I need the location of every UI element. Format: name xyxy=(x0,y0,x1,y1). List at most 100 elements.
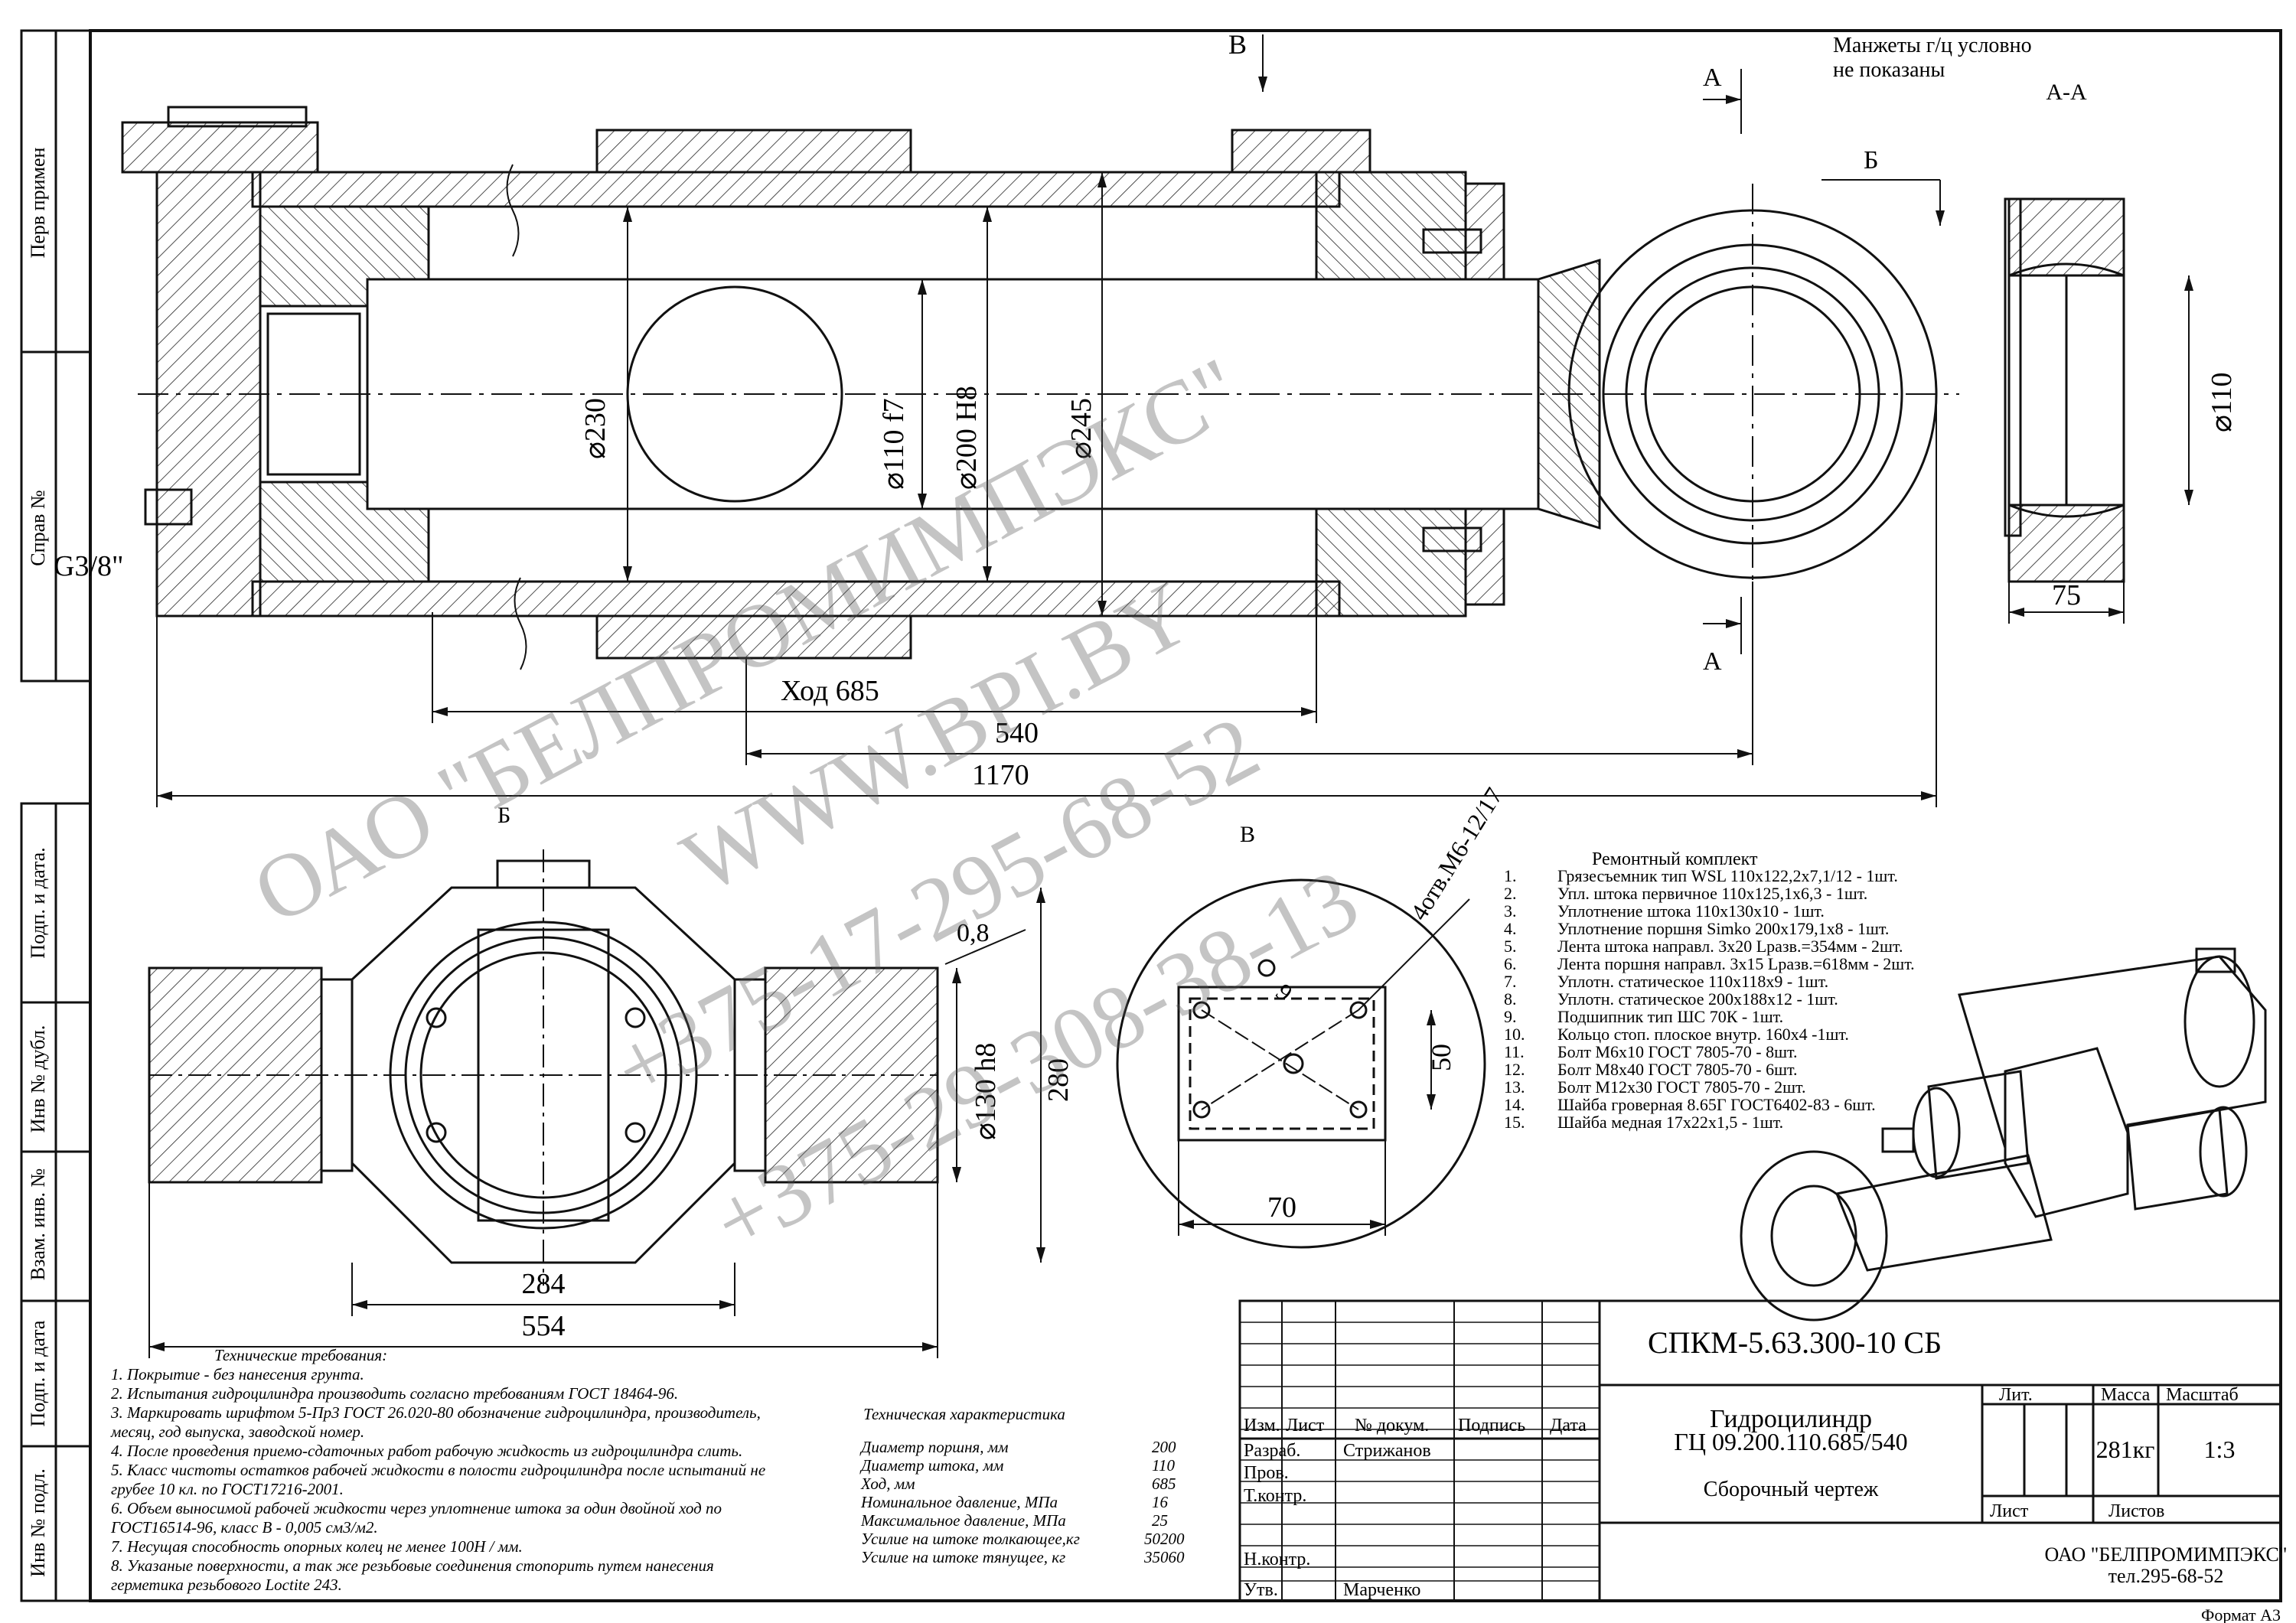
side-label-podp-data-2: Подп. и дата xyxy=(27,1320,49,1426)
tech-req-line: 8. Указаные поверхности, а так же резьбо… xyxy=(111,1556,714,1575)
company-name: ОАО "БЕЛПРОМИМПЭКС" xyxy=(2045,1543,2288,1566)
repair-kit-item-n: 1. xyxy=(1504,866,1517,885)
cylinder-section-view xyxy=(121,106,1938,670)
tech-requirements: Технические требования: 1. Покрытие - бе… xyxy=(110,1346,765,1594)
dim-540: 540 xyxy=(995,717,1039,749)
side-label-inv-podl: Инв № подл. xyxy=(27,1468,49,1577)
masshtab-header: Масштаб xyxy=(2166,1385,2239,1405)
masshtab-value: 1:3 xyxy=(2204,1436,2236,1463)
tech-req-line: 6. Объем выносимой рабочей жидкости чере… xyxy=(111,1499,722,1517)
section-aa-title: А-А xyxy=(2046,80,2087,105)
side-label-inv-dubl: Инв № дубл. xyxy=(27,1025,49,1133)
col-podpis: Подпись xyxy=(1458,1416,1525,1436)
tech-req-title: Технические требования: xyxy=(214,1346,387,1364)
repair-kit-item-text: Кольцо стоп. плоское внутр. 160x4 -1шт. xyxy=(1557,1025,1849,1044)
repair-kit-item-text: Лента штока направл. 3x20 Lразв.=354мм -… xyxy=(1557,937,1903,956)
side-label-sprav-no: Справ № xyxy=(27,490,49,565)
tech-req-line: 7. Несущая способность опорных колец не … xyxy=(111,1537,523,1556)
tech-req-line: 2. Испытания гидроцилиндра производить с… xyxy=(111,1384,678,1403)
tech-spec-name: Ход, мм xyxy=(860,1475,915,1493)
repair-kit-item-n: 15. xyxy=(1504,1113,1525,1132)
col-dokum: № докум. xyxy=(1355,1416,1429,1436)
tech-spec-name: Номинальное давление, МПа xyxy=(860,1493,1058,1511)
designation: СПКМ-5.63.300-10 СБ xyxy=(1648,1325,1942,1360)
tech-req-line: герметика резьбового Loctite 243. xyxy=(111,1576,342,1594)
tech-req-line: 3. Маркировать шрифтом 5-Пр3 ГОСТ 26.020… xyxy=(110,1403,761,1422)
dim-d110f7: ⌀110 f7 xyxy=(878,398,910,490)
repair-kit-item-n: 5. xyxy=(1504,937,1517,956)
side-strip xyxy=(20,29,92,1602)
tech-spec: Техническая характеристика Диаметр поршн… xyxy=(859,1405,1185,1566)
repair-kit-item-text: Болт М6x10 ГОСТ 7805-70 - 8шт. xyxy=(1557,1042,1798,1061)
tech-spec-name: Диаметр поршня, мм xyxy=(859,1438,1009,1456)
tech-spec-name: Максимальное давление, МПа xyxy=(860,1511,1066,1530)
repair-kit-item-n: 12. xyxy=(1504,1060,1525,1079)
repair-kit-item-text: Уплотнение штока 110x130x10 - 1шт. xyxy=(1557,901,1825,921)
detail-v-drawing xyxy=(1116,878,1486,1249)
tech-spec-title: Техническая характеристика xyxy=(863,1405,1065,1423)
razrab-name: Стрижанов xyxy=(1343,1441,1431,1461)
cut-a-bottom-label: А xyxy=(1703,647,1722,676)
repair-kit-item-n: 4. xyxy=(1504,919,1517,938)
utv-name: Марченко xyxy=(1343,1580,1420,1600)
repair-kit-item-n: 9. xyxy=(1504,1007,1517,1026)
role-prov: Пров. xyxy=(1244,1463,1289,1483)
repair-kit-item-text: Упл. штока первичное 110x125,1x6,3 - 1шт… xyxy=(1557,884,1867,903)
tech-req-line: грубее 10 кл. по ГОСТ17216-2001. xyxy=(111,1480,344,1498)
massa-value: 281кг xyxy=(2096,1436,2155,1463)
cut-b-label: Б xyxy=(1864,146,1879,174)
repair-kit-item-text: Лента поршня направл. 3x15 Lразв.=618мм … xyxy=(1557,954,1915,973)
repair-kit-item-text: Уплотнение поршня Simko 200x179,1x8 - 1ш… xyxy=(1557,919,1889,938)
tech-spec-value: 110 xyxy=(1152,1456,1175,1475)
port-thread-label: G3/8" xyxy=(54,550,124,582)
product-name: Гидроцилиндр xyxy=(1710,1405,1872,1433)
tech-req-line: 1. Покрытие - без нанесения грунта. xyxy=(111,1365,364,1383)
note-cuffs-line1: Манжеты г/ц условно xyxy=(1833,34,2032,57)
detail-v-d70: 70 xyxy=(1267,1191,1296,1224)
view-b-marker: В xyxy=(1228,29,1247,60)
repair-kit-item-n: 6. xyxy=(1504,954,1517,973)
tech-spec-name: Усилие на штоке толкающее,кг xyxy=(861,1530,1080,1548)
isometric-3d-view xyxy=(1740,947,2267,1322)
tech-spec-name: Усилие на штоке тянущее, кг xyxy=(861,1548,1065,1566)
repair-kit-item-n: 10. xyxy=(1504,1025,1525,1044)
tech-spec-value: 50200 xyxy=(1144,1530,1185,1548)
view-b-drawing xyxy=(148,849,1045,1358)
role-razrab: Разраб. xyxy=(1244,1441,1300,1461)
repair-kit-item-text: Грязесъемник тип WSL 110x122,2x7,1/12 - … xyxy=(1557,866,1898,885)
lit-header: Лит. xyxy=(1999,1385,2033,1405)
tech-req-line: месяц, год выпуска, заводской номер. xyxy=(110,1423,364,1441)
role-tkontr: Т.контр. xyxy=(1244,1486,1306,1506)
side-label-perv-primen: Перв примен xyxy=(27,148,49,259)
col-izm: Изм. xyxy=(1244,1416,1280,1436)
col-data: Дата xyxy=(1550,1416,1587,1436)
list-label: Лист xyxy=(1990,1501,2029,1521)
detail-v-holes: 4отв.М6-12/17 xyxy=(1404,783,1508,925)
sheet-format: Формат А3 xyxy=(2201,1605,2281,1623)
listov-label: Листов xyxy=(2108,1501,2164,1521)
view-b-d280: 280 xyxy=(1042,1058,1075,1102)
repair-kit-item-text: Уплотн. статическое 110x118x9 - 1шт. xyxy=(1557,972,1828,991)
repair-kit-item-text: Болт М12x30 ГОСТ 7805-70 - 2шт. xyxy=(1557,1077,1806,1097)
repair-kit-item-n: 8. xyxy=(1504,989,1517,1009)
repair-kit-item-n: 3. xyxy=(1504,901,1517,921)
section-aa-width75: 75 xyxy=(2052,579,2081,611)
view-b-chamfer: 0,8 xyxy=(957,919,990,947)
side-label-vzam-inv: Взам. инв. № xyxy=(27,1168,49,1281)
product-code: ГЦ 09.200.110.685/540 xyxy=(1674,1428,1907,1455)
tech-spec-value: 35060 xyxy=(1143,1548,1185,1566)
role-utv: Утв. xyxy=(1244,1580,1278,1600)
tech-spec-name: Диаметр штока, мм xyxy=(859,1456,1003,1475)
section-aa-d110: ⌀110 xyxy=(2206,373,2238,432)
note-cuffs-line2: не показаны xyxy=(1833,58,1945,82)
dim-d245: ⌀245 xyxy=(1065,398,1097,459)
repair-kit-item-text: Уплотн. статическое 200x188x12 - 1шт. xyxy=(1557,989,1838,1009)
dim-d200h8: ⌀200 H8 xyxy=(951,386,983,490)
repair-kit-item-n: 14. xyxy=(1504,1095,1525,1114)
title-block-grid xyxy=(1238,1299,2282,1602)
side-label-podp-data-1: Подп. и дата. xyxy=(27,847,49,958)
repair-kit-item-text: Болт М8x40 ГОСТ 7805-70 - 6шт. xyxy=(1557,1060,1798,1079)
tech-spec-value: 16 xyxy=(1152,1493,1169,1511)
col-list: Лист xyxy=(1286,1416,1325,1436)
tech-req-line: 4. После проведения приемо-сдаточных раб… xyxy=(111,1442,742,1460)
